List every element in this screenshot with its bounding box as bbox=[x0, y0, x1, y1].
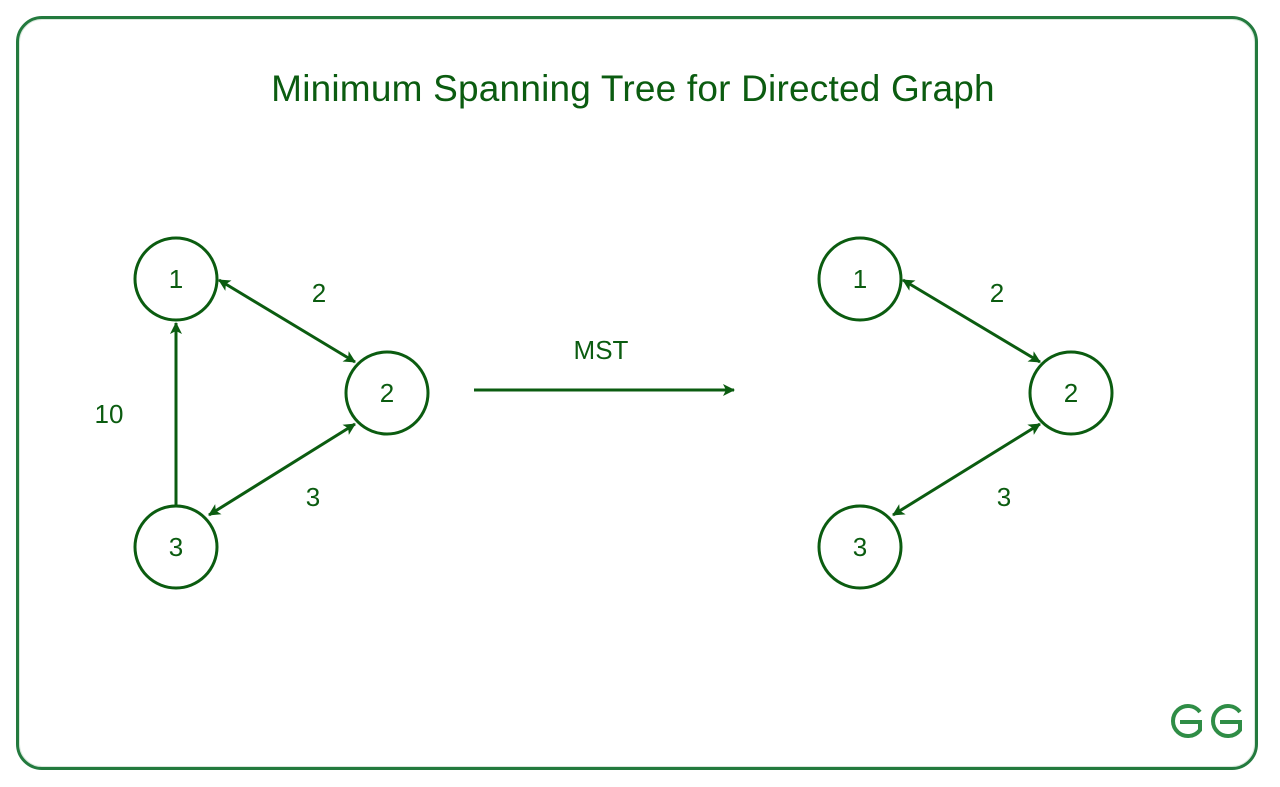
node-label: 1 bbox=[169, 264, 183, 294]
original-graph: 2 3 10 1 2 3 bbox=[95, 236, 430, 590]
mst-node-1: 1 bbox=[817, 236, 903, 322]
edge-weight-3-1: 10 bbox=[95, 399, 124, 429]
graph-node-3: 3 bbox=[133, 504, 219, 590]
diagram-title: Minimum Spanning Tree for Directed Graph bbox=[271, 68, 995, 109]
node-label: 3 bbox=[853, 532, 867, 562]
mst-edge-1-2 bbox=[902, 278, 1041, 364]
node-label: 3 bbox=[169, 532, 183, 562]
mst-transition: MST bbox=[474, 335, 735, 396]
mst-graph: 2 3 1 2 3 bbox=[817, 236, 1114, 590]
node-label: 2 bbox=[380, 378, 394, 408]
edge-weight-2-3: 3 bbox=[306, 482, 320, 512]
graph-node-1: 1 bbox=[133, 236, 219, 322]
node-label: 2 bbox=[1064, 378, 1078, 408]
gfg-logo-icon bbox=[1171, 704, 1242, 738]
node-label: 1 bbox=[853, 264, 867, 294]
mst-edge-weight-1-2: 2 bbox=[990, 278, 1004, 308]
edge-1-2 bbox=[218, 278, 356, 364]
mst-label: MST bbox=[574, 335, 629, 365]
graph-node-2: 2 bbox=[344, 350, 430, 436]
edge-2-3 bbox=[208, 422, 356, 517]
edge-weight-1-2: 2 bbox=[312, 278, 326, 308]
mst-edge-2-3 bbox=[892, 422, 1041, 517]
mst-node-3: 3 bbox=[817, 504, 903, 590]
mst-node-2: 2 bbox=[1028, 350, 1114, 436]
mst-edge-weight-2-3: 3 bbox=[997, 482, 1011, 512]
